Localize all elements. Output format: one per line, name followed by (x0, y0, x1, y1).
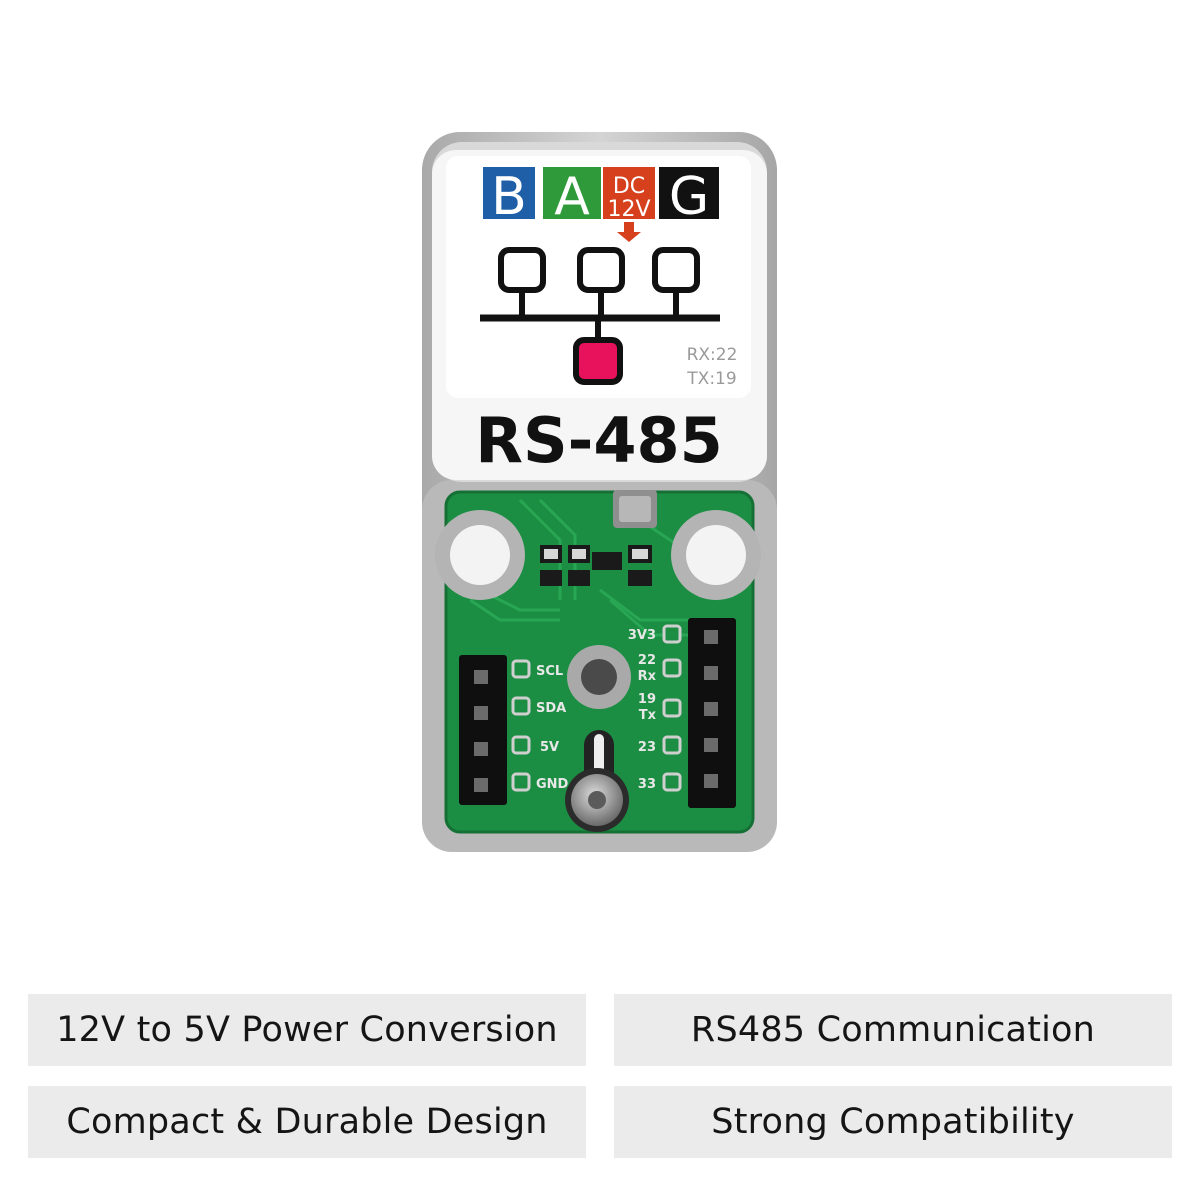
pin-label-gnd: GND (536, 777, 569, 792)
pin-label-scl: SCL (536, 664, 563, 679)
pin-label-3v3: 3V3 (628, 628, 656, 643)
pin-label-33: 33 (638, 777, 656, 792)
pin-label-tx: Tx (639, 708, 657, 723)
feature-rs485-communication: RS485 Communication (614, 994, 1172, 1066)
pin-label-rx: Rx (638, 669, 657, 684)
pin-label-5v: 5V (540, 740, 559, 755)
feature-power-conversion: 12V to 5V Power Conversion (28, 994, 586, 1066)
letter-a: A (554, 167, 590, 227)
bus-network-icon (480, 247, 720, 340)
rx-label: RX:22 (687, 345, 738, 365)
feature-compact-design: Compact & Durable Design (28, 1086, 586, 1158)
dc-block (603, 167, 655, 219)
tx-label: TX:19 (686, 369, 736, 389)
dc-text-line1: DC (613, 174, 645, 199)
a-block (543, 167, 601, 219)
pin-label-22: 22 (638, 653, 656, 668)
letter-g: G (669, 167, 709, 227)
highlight-node-icon (573, 337, 623, 385)
dc-text-line2: 12V (607, 197, 650, 222)
model-title: RS-485 (475, 404, 723, 477)
pin-label-19: 19 (638, 692, 656, 707)
left-pin-header (459, 655, 507, 805)
pin-label-23: 23 (638, 740, 656, 755)
feature-compatibility: Strong Compatibility (614, 1086, 1172, 1158)
label-sticker: B A DC 12V G RX:22 TX:19 RS-485 (432, 150, 767, 480)
g-block (659, 167, 719, 219)
product-illustration: B A DC 12V G RX:22 TX:19 RS-485 (422, 132, 777, 852)
letter-b: B (491, 167, 527, 227)
arrow-down-icon (617, 222, 641, 242)
pcb-board: SCL SDA 5V GND 3V3 22 Rx 19 Tx 23 33 (435, 490, 761, 834)
pin-label-sda: SDA (536, 701, 566, 716)
b-block (483, 167, 535, 219)
